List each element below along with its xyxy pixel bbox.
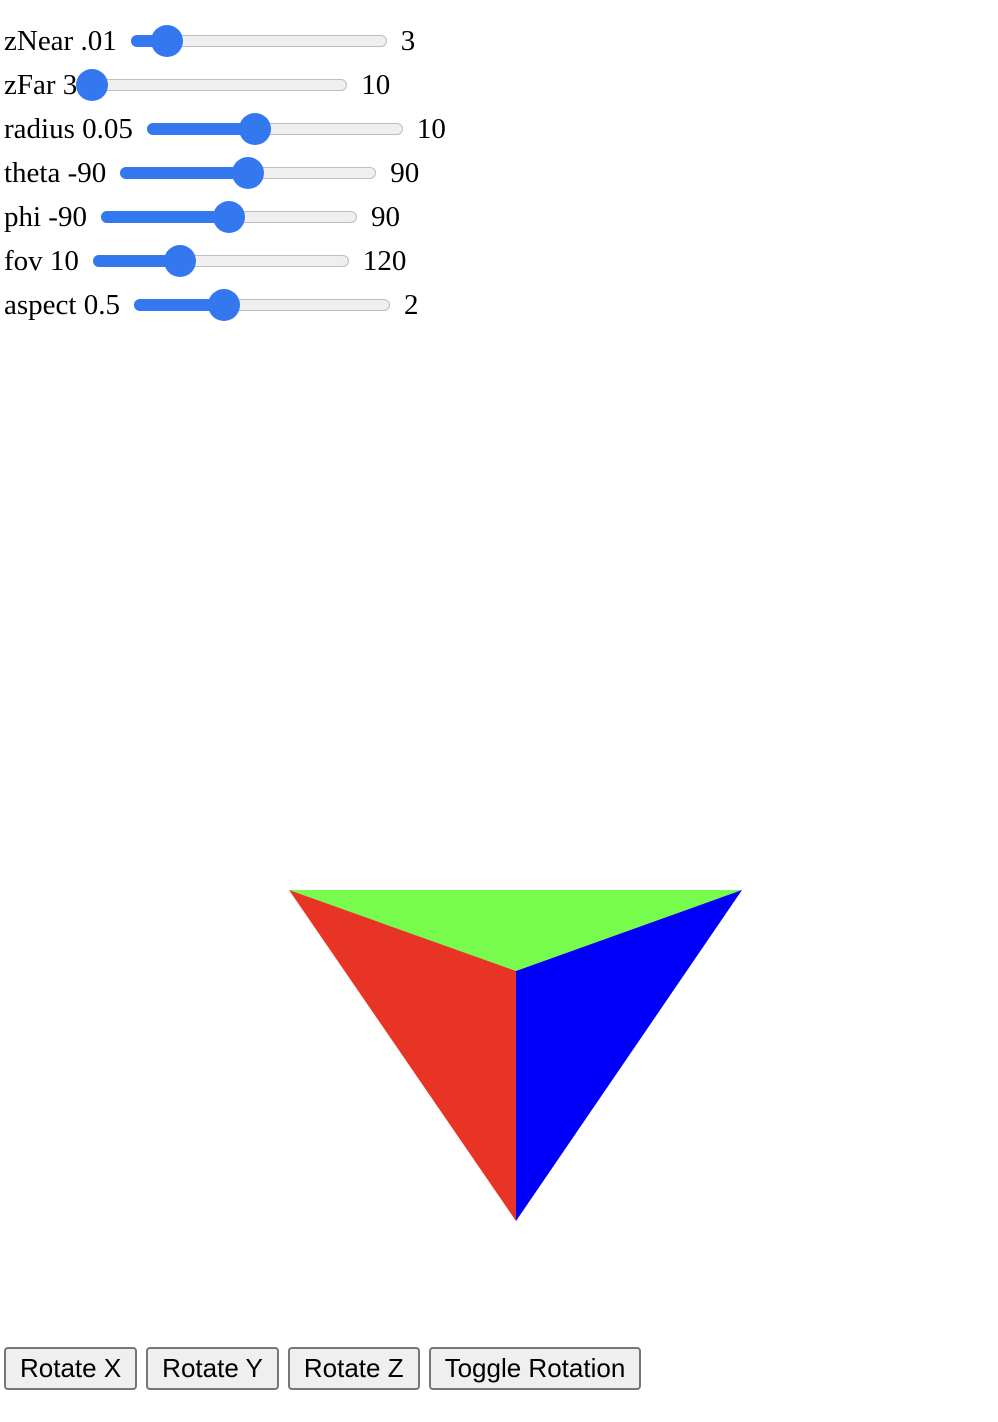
fov-label: fov 10 bbox=[4, 244, 79, 277]
slider-row-theta: theta -90 90 bbox=[4, 153, 419, 193]
aspect-label: aspect 0.5 bbox=[4, 288, 120, 321]
slider-row-radius: radius 0.05 10 bbox=[4, 109, 446, 149]
zfar-label: zFar 3 bbox=[4, 68, 78, 101]
phi-max-label: 90 bbox=[370, 200, 400, 233]
phi-slider-thumb[interactable] bbox=[212, 201, 245, 233]
theta-max-label: 90 bbox=[390, 156, 420, 189]
znear-label: zNear .01 bbox=[4, 24, 117, 57]
aspect-slider-fill bbox=[133, 299, 225, 311]
webgl-canvas bbox=[289, 890, 742, 1221]
znear-slider[interactable] bbox=[130, 25, 387, 57]
theta-label: theta -90 bbox=[4, 156, 107, 189]
radius-slider-thumb[interactable] bbox=[238, 113, 271, 145]
znear-max-label: 3 bbox=[400, 24, 416, 57]
slider-row-zfar: zFar 3 10 bbox=[4, 65, 390, 105]
rotate-x-button[interactable]: Rotate X bbox=[4, 1347, 138, 1390]
pyramid-face-left bbox=[289, 890, 516, 1221]
theta-slider-fill bbox=[120, 167, 250, 179]
zfar-max-label: 10 bbox=[361, 68, 391, 101]
fov-slider-thumb[interactable] bbox=[164, 245, 197, 277]
phi-slider-fill bbox=[100, 211, 230, 223]
toggle-rotation-button[interactable]: Toggle Rotation bbox=[428, 1347, 642, 1390]
fov-slider-fill bbox=[92, 255, 182, 267]
rotate-y-button[interactable]: Rotate Y bbox=[146, 1347, 279, 1390]
pyramid-face-top bbox=[289, 890, 742, 971]
znear-slider-thumb[interactable] bbox=[151, 25, 184, 57]
fov-slider[interactable] bbox=[92, 245, 349, 277]
phi-slider[interactable] bbox=[100, 201, 357, 233]
slider-row-fov: fov 10 120 bbox=[4, 241, 406, 281]
radius-slider-fill bbox=[146, 123, 256, 135]
slider-row-znear: zNear .01 3 bbox=[4, 21, 415, 61]
aspect-max-label: 2 bbox=[403, 288, 419, 321]
aspect-slider[interactable] bbox=[133, 289, 390, 321]
rotation-button-bar: Rotate X Rotate Y Rotate Z Toggle Rotati… bbox=[4, 1347, 650, 1390]
theta-slider[interactable] bbox=[120, 157, 377, 189]
rotate-z-button[interactable]: Rotate Z bbox=[287, 1347, 420, 1390]
zfar-slider-thumb[interactable] bbox=[76, 69, 109, 101]
pyramid-face-right bbox=[516, 890, 742, 1221]
slider-row-aspect: aspect 0.5 2 bbox=[4, 285, 418, 325]
aspect-slider-thumb[interactable] bbox=[207, 289, 240, 321]
zfar-slider[interactable] bbox=[76, 69, 348, 101]
radius-max-label: 10 bbox=[416, 112, 446, 145]
slider-row-phi: phi -90 90 bbox=[4, 197, 400, 237]
theta-slider-thumb[interactable] bbox=[232, 157, 265, 189]
radius-slider[interactable] bbox=[146, 113, 403, 145]
phi-label: phi -90 bbox=[4, 200, 87, 233]
fov-max-label: 120 bbox=[362, 244, 407, 277]
radius-label: radius 0.05 bbox=[4, 112, 133, 145]
